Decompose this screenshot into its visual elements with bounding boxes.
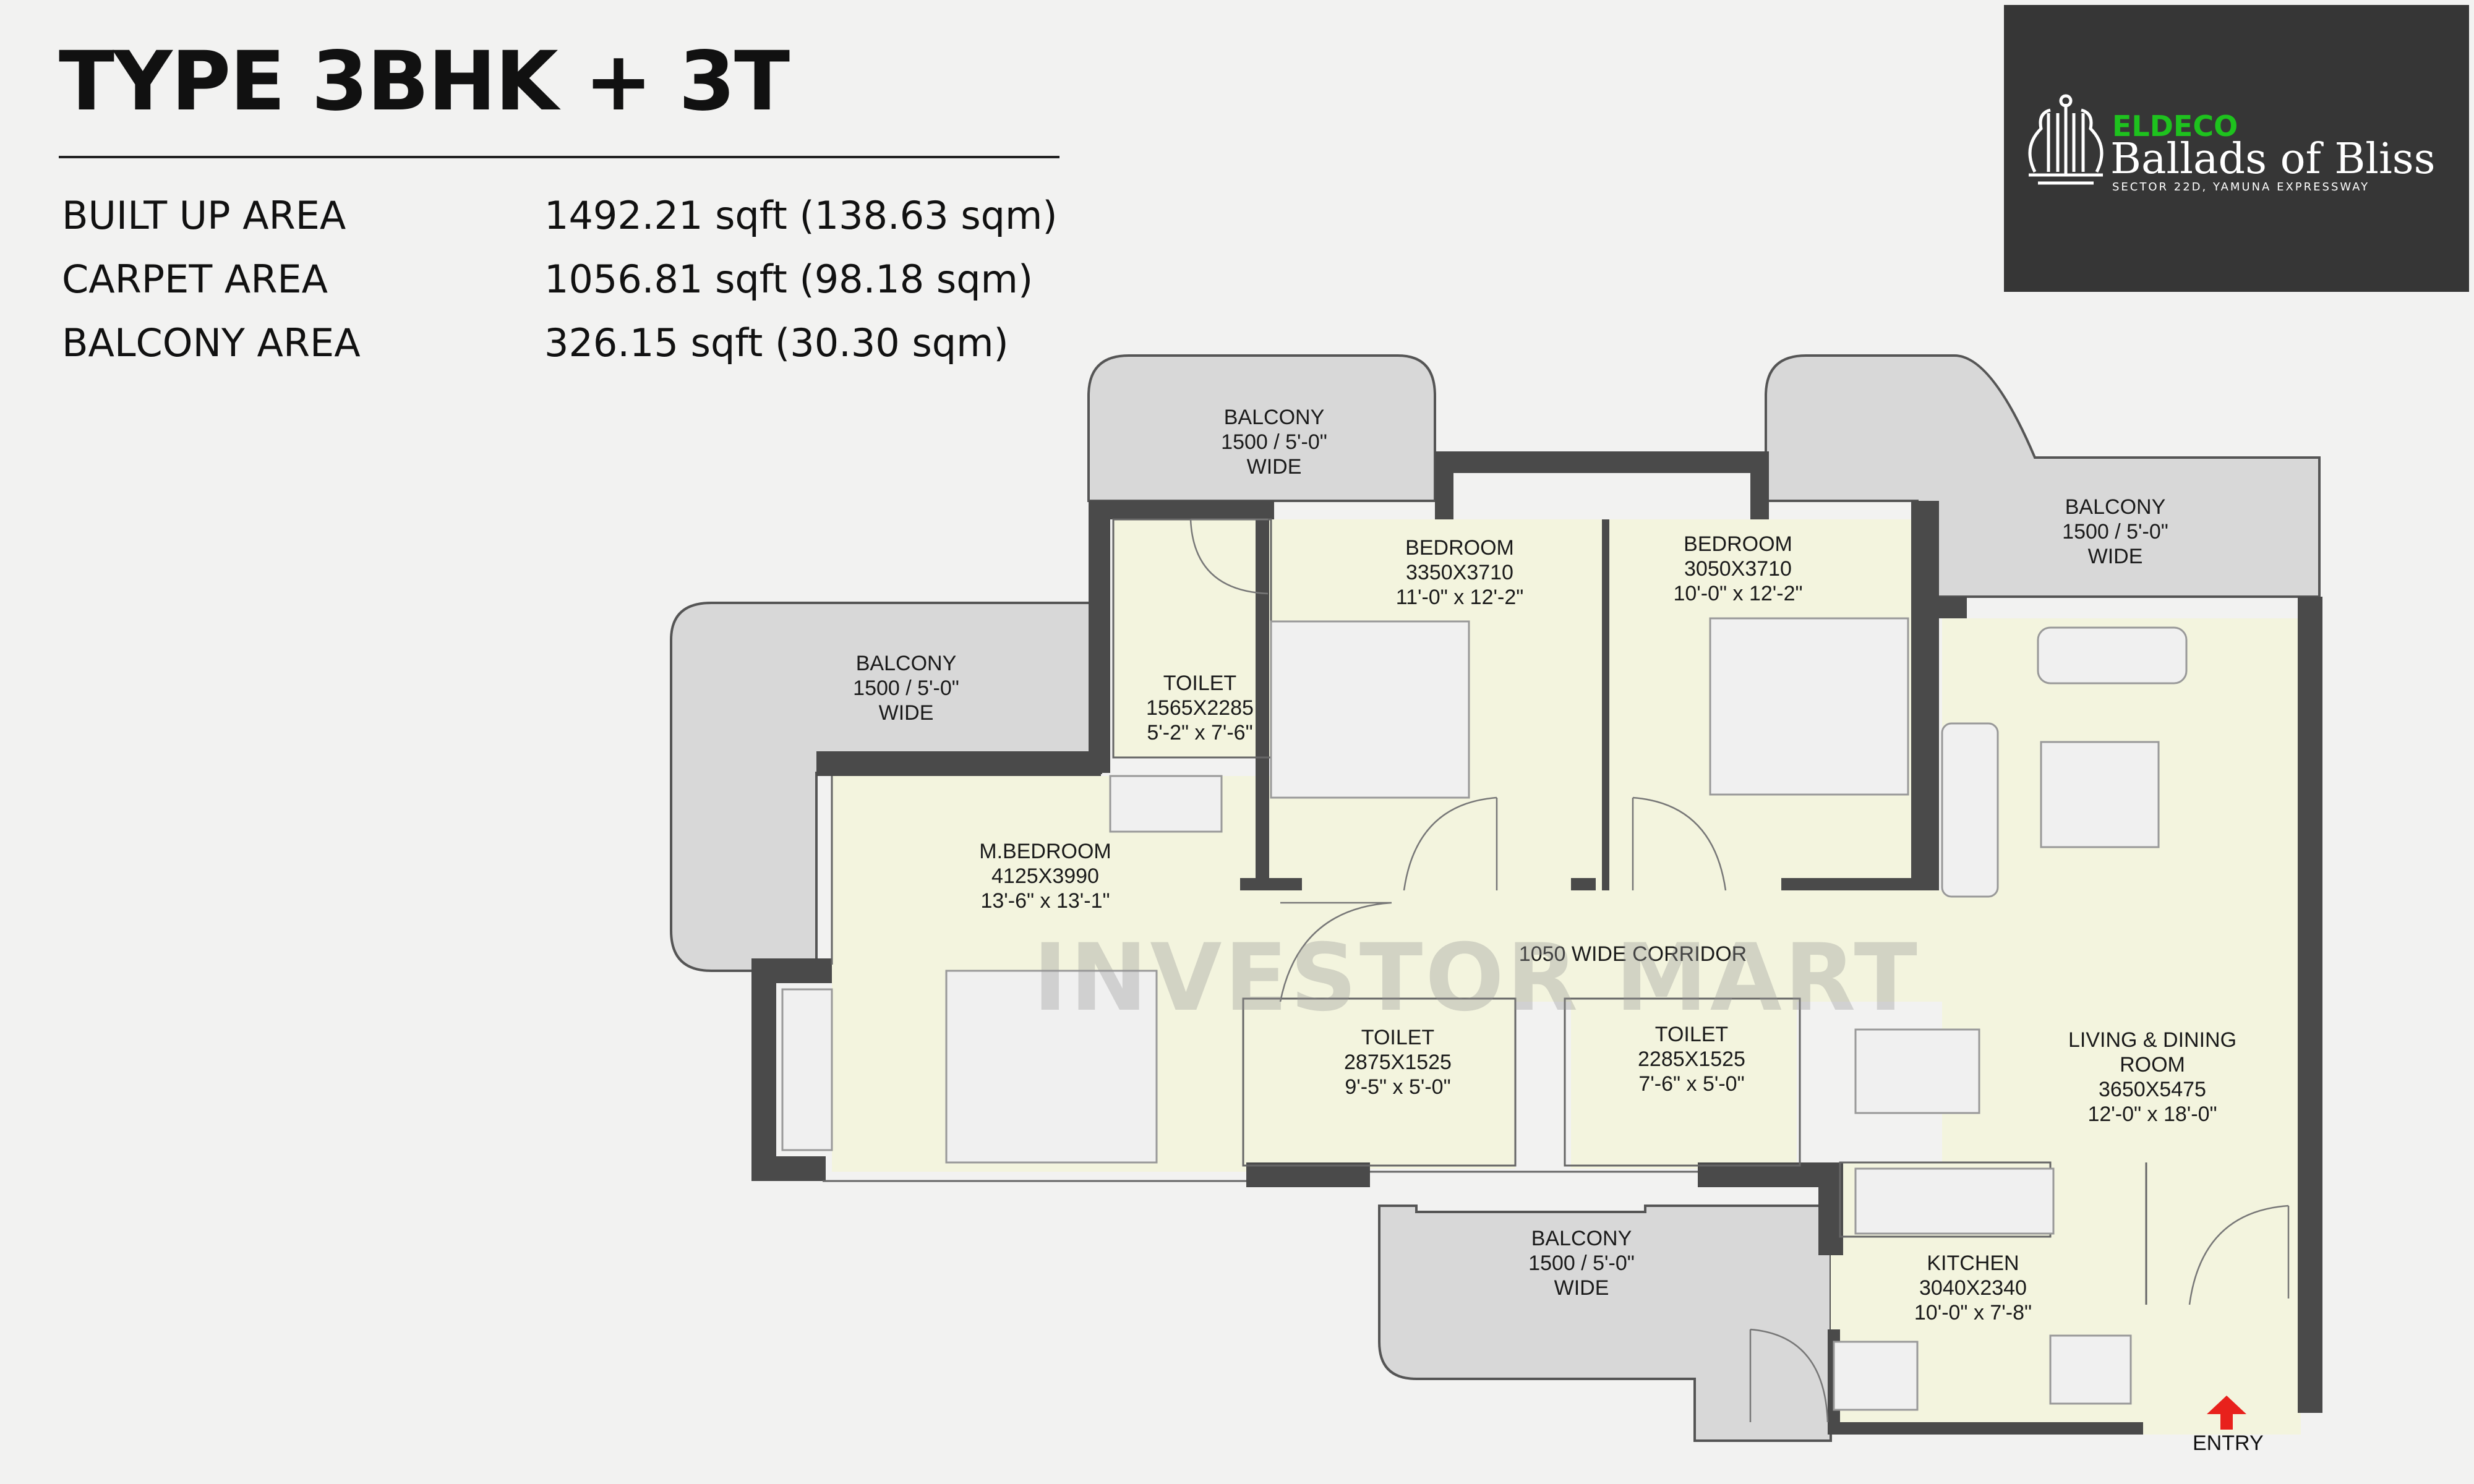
coffee-table <box>2040 741 2160 848</box>
wall <box>1089 501 1274 519</box>
wall <box>1256 519 1269 890</box>
bed-2 <box>1709 617 1909 796</box>
area-label: CARPET AREA <box>62 257 328 302</box>
wall <box>1917 597 1967 618</box>
desk <box>1109 775 1223 833</box>
logo-project: Ballads of Bliss <box>2110 135 2436 184</box>
wall <box>1602 519 1609 890</box>
wall <box>2298 597 2322 1413</box>
wall <box>1781 878 1917 890</box>
oven <box>2049 1334 2132 1405</box>
balcony-top-left <box>1087 354 1436 502</box>
wall <box>1240 878 1302 890</box>
entry-label: ENTRY <box>2193 1431 2264 1455</box>
wall <box>751 958 832 983</box>
wall <box>1750 451 1769 519</box>
wall <box>751 958 776 1181</box>
title-underline <box>59 156 1059 158</box>
balcony-left <box>670 602 1102 972</box>
balcony-bottom <box>1378 1205 1832 1442</box>
area-label: BUILT UP AREA <box>62 193 346 238</box>
logo-location: SECTOR 22D, YAMUNA EXPRESSWAY <box>2112 181 2369 194</box>
corridor-label: 1050 WIDE CORRIDOR <box>1518 942 1747 966</box>
furniture <box>781 617 2188 1411</box>
area-value: 326.15 sqft (30.30 sqm) <box>544 320 1009 365</box>
sofa <box>2037 626 2188 684</box>
door-swings <box>1189 518 2290 1423</box>
sink <box>1833 1341 1919 1411</box>
bed-1 <box>1270 620 1470 799</box>
area-value: 1492.21 sqft (138.63 sqm) <box>544 193 1058 238</box>
plan-type-title: TYPE 3BHK + 3T <box>59 34 790 129</box>
toilet-mid-floor <box>1271 1002 1515 1169</box>
room-floors <box>832 519 2301 1435</box>
wall <box>1246 1162 1370 1187</box>
wall <box>1911 618 1939 890</box>
project-logo: ELDECO Ballads of Bliss SECTOR 22D, YAMU… <box>2004 5 2469 292</box>
area-row-built-up: BUILT UP AREA 1492.21 sqft (138.63 sqm) <box>62 193 1082 242</box>
toilet-top-floor <box>1113 519 1271 757</box>
wall <box>1435 451 1453 519</box>
sofa-side <box>1941 722 1999 898</box>
wardrobe <box>781 988 833 1151</box>
wall <box>1435 451 1769 473</box>
watermark: INVESTOR MART <box>1033 924 1920 1032</box>
wall <box>1828 1422 2143 1435</box>
wall <box>816 751 1101 776</box>
balcony-top-right <box>1765 354 2321 598</box>
toilet-right-floor <box>1571 1002 1797 1169</box>
area-row-balcony: BALCONY AREA 326.15 sqft (30.30 sqm) <box>62 320 1082 370</box>
logo-brand: ELDECO <box>2112 109 2238 143</box>
living-floor <box>1942 618 2301 1169</box>
area-label: BALCONY AREA <box>62 320 361 365</box>
harp-emblem-icon <box>2028 94 2104 185</box>
dining-table <box>1854 1028 1980 1114</box>
cooktop-counter <box>1854 1167 2055 1235</box>
wall <box>751 1156 826 1181</box>
area-value: 1056.81 sqft (98.18 sqm) <box>544 257 1034 302</box>
wall <box>1571 878 1596 890</box>
master-bed <box>945 970 1158 1164</box>
entry-arrow-icon <box>2207 1396 2246 1430</box>
balconies <box>670 354 2321 1442</box>
wall <box>1818 1162 1843 1255</box>
area-row-carpet: CARPET AREA 1056.81 sqft (98.18 sqm) <box>62 257 1082 306</box>
walls <box>751 451 2322 1435</box>
wall <box>1089 501 1110 773</box>
entry-floor <box>2115 1162 2301 1435</box>
